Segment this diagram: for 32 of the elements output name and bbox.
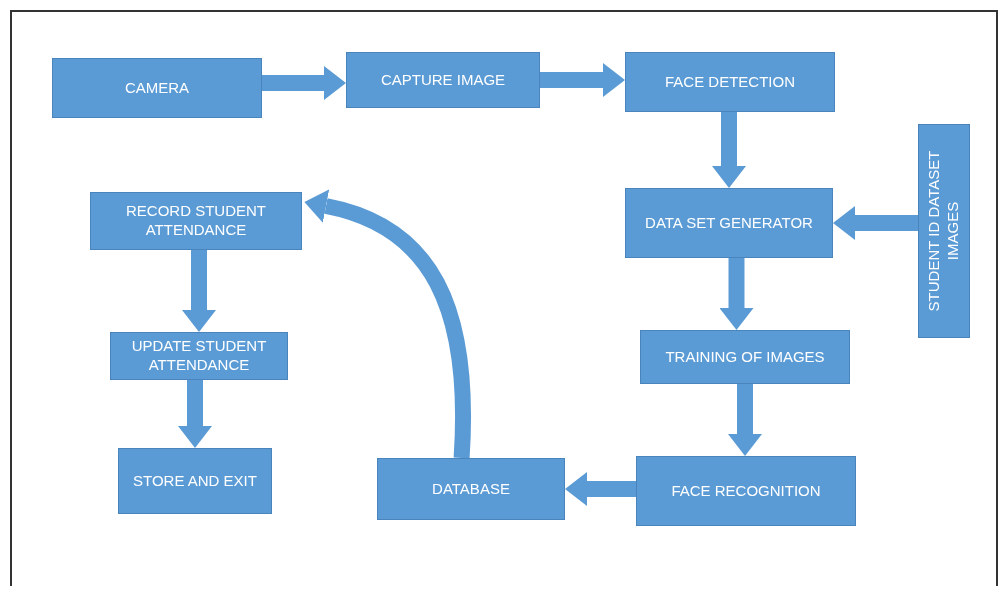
box-label: CAMERA: [123, 78, 191, 98]
box-label: RECORD STUDENT ATTENDANCE: [125, 202, 267, 240]
box-label: UPDATE STUDENT ATTENDANCE: [130, 337, 268, 375]
block-arrow: [565, 472, 636, 506]
process-box: [377, 458, 565, 520]
block-arrow: [182, 250, 216, 332]
block-arrow: [178, 380, 212, 448]
box-label: FACE RECOGNITION: [670, 481, 822, 501]
process-box: [625, 188, 833, 258]
block-arrow: [719, 258, 754, 330]
process-box: [90, 192, 302, 250]
block-arrow: [540, 63, 625, 97]
block-arrow: [304, 189, 472, 459]
box-label: STUDENT ID DATASET IMAGES: [925, 149, 962, 314]
block-arrow: [262, 66, 346, 100]
box-label: TRAINING OF IMAGES: [664, 347, 826, 367]
block-arrow: [728, 384, 762, 456]
process-box: [118, 448, 272, 514]
process-box: [918, 124, 970, 338]
block-arrow: [712, 112, 746, 188]
box-label: DATABASE: [431, 479, 511, 499]
box-label: DATA SET GENERATOR: [644, 213, 814, 233]
box-label: STORE AND EXIT: [132, 471, 258, 491]
box-label: FACE DETECTION: [664, 72, 796, 92]
process-box: [110, 332, 288, 380]
process-box: [346, 52, 540, 108]
box-label: CAPTURE IMAGE: [379, 70, 507, 90]
process-box: [625, 52, 835, 112]
process-box: [52, 58, 262, 118]
process-box: [636, 456, 856, 526]
process-box: [640, 330, 850, 384]
block-arrow: [833, 206, 918, 240]
